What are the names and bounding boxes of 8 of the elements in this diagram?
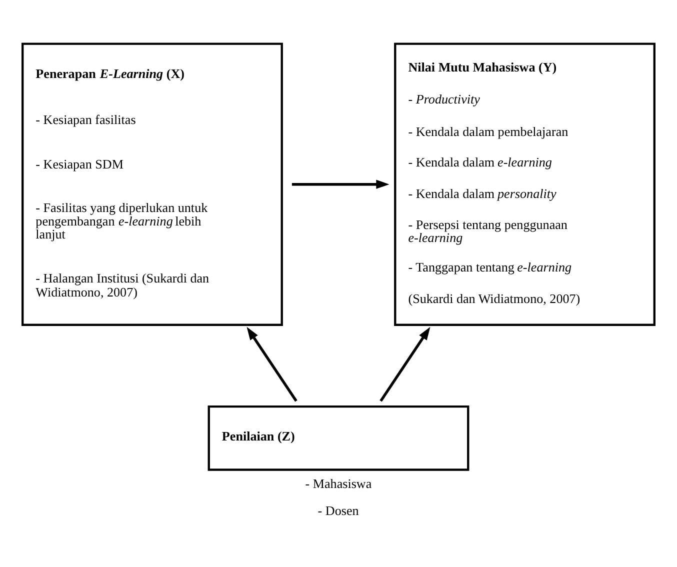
arrow xyxy=(246,326,298,402)
node-label: - Dosen xyxy=(318,502,359,518)
node-box: Nilai Mutu Mahasiswa (Y) - Productivity - Kendala dalam pembelajaran - Kendala dalam e-learning - Kendala dalam personality - Persepsi tentang penggunaan e-learning - Tanggapan tentang e-learning (Sukardi dan Widiatmono, 2007) xyxy=(394,42,656,326)
node-label: - Mahasiswa xyxy=(305,475,372,490)
arrow xyxy=(380,326,430,402)
arrow xyxy=(292,179,390,188)
node-box: Penilaian (Z) xyxy=(208,404,470,470)
node-box: Penerapan E-Learning (X) - Kesiapan fasilitas - Kesiapan SDM - Fasilitas yang diperlukan untuk pengembangan e-learning lebih lanjut - Halangan Institusi (Sukardi dan Widiatmono, 2007) xyxy=(22,42,283,326)
